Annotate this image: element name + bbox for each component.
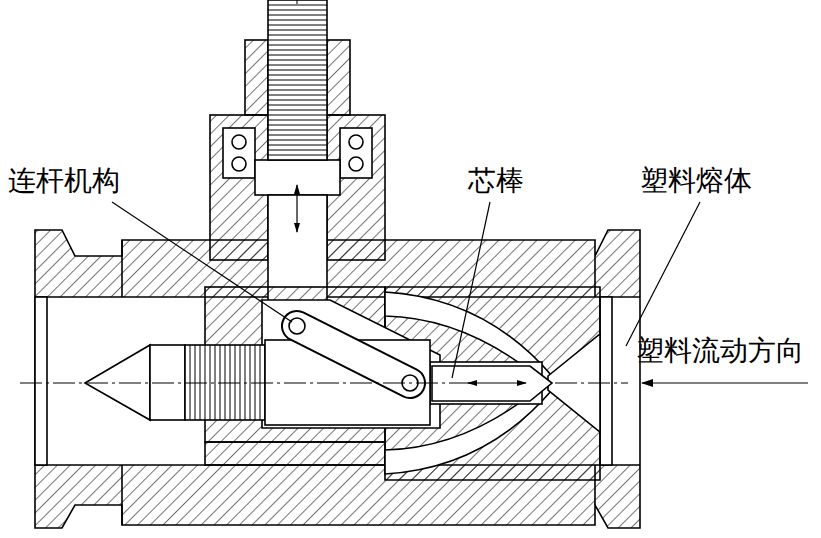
part-label: 塑料流动方向 xyxy=(636,334,804,368)
part-label: 塑料熔体 xyxy=(640,164,752,198)
part-label: 连杆机构 xyxy=(8,164,120,198)
leader-lines xyxy=(112,202,808,383)
housing xyxy=(35,230,640,528)
slider-and-link xyxy=(265,318,430,425)
part-label: 芯棒 xyxy=(468,164,524,198)
screw-rod xyxy=(268,0,327,232)
